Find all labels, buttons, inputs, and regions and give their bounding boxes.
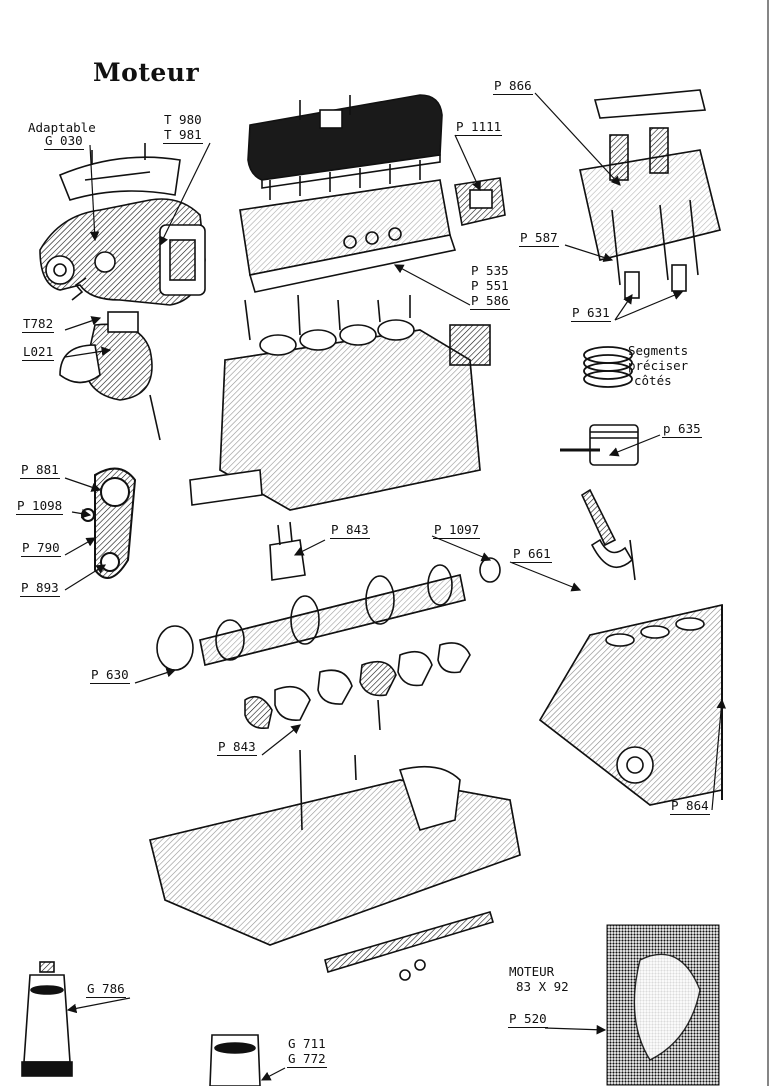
label-p520: P 520 (508, 1011, 548, 1028)
label-g772: G 772 (287, 1051, 327, 1068)
valve-gear-illustration (579, 89, 721, 299)
label-p1111: P 1111 (455, 119, 503, 136)
page-edge-line (767, 0, 769, 1086)
label-p587: P 587 (519, 230, 559, 247)
label-p586: P 586 (470, 293, 510, 310)
label-t782: T782 (22, 316, 55, 333)
label-p843-top: P 843 (330, 522, 370, 539)
label-p630: P 630 (90, 667, 130, 684)
piston-rings-illustration (583, 346, 633, 388)
label-p631: P 631 (571, 305, 611, 322)
label-p635: p 635 (662, 421, 702, 438)
label-p551: P 551 (471, 278, 509, 293)
main-bearings-illustration (244, 642, 471, 731)
piston-conrod-illustration (560, 424, 639, 581)
label-p535: P 535 (471, 263, 509, 278)
label-p864: P 864 (670, 798, 710, 815)
manifold-illustration (39, 143, 206, 306)
label-p866: P 866 (493, 78, 533, 95)
label-moteur-bore-stroke: 83 X 92 (516, 979, 569, 994)
engine-block-illustration (189, 294, 491, 511)
label-adaptable: Adaptable (28, 120, 96, 135)
label-l021: L021 (22, 344, 55, 361)
label-p1098: P 1098 (16, 498, 64, 515)
label-segments-line3: côtés (634, 373, 672, 388)
rocker-cover-illustration (247, 94, 443, 189)
label-segments-line2: préciser (628, 358, 689, 373)
leader-lines (64, 92, 727, 1081)
label-p881: P 881 (20, 462, 60, 479)
sealant-tube-g786-illustration (21, 961, 73, 1077)
crankshaft-illustration (156, 521, 501, 671)
label-g786: G 786 (86, 981, 126, 998)
thermostat-housing-illustration (454, 177, 506, 226)
water-pump-illustration (59, 277, 161, 441)
label-segments-line1: Segments (628, 343, 689, 358)
label-p1097: P 1097 (433, 522, 481, 539)
label-p843-bottom: P 843 (217, 739, 257, 756)
label-moteur: MOTEUR (509, 964, 555, 979)
label-t981: T 981 (163, 127, 203, 144)
short-block-illustration (538, 603, 723, 806)
label-t980: T 980 (164, 112, 202, 127)
label-p790: P 790 (21, 540, 61, 557)
label-p661: P 661 (512, 546, 552, 563)
oil-pan-illustration (149, 749, 521, 981)
cylinder-head-illustration (239, 160, 457, 293)
sealant-tube-g711-illustration (209, 1034, 261, 1086)
label-g030: G 030 (44, 133, 84, 150)
label-p893: P 893 (20, 580, 60, 597)
timing-chain-illustration (81, 467, 137, 579)
label-g711: G 711 (288, 1036, 326, 1051)
page-title: Moteur (93, 58, 200, 87)
